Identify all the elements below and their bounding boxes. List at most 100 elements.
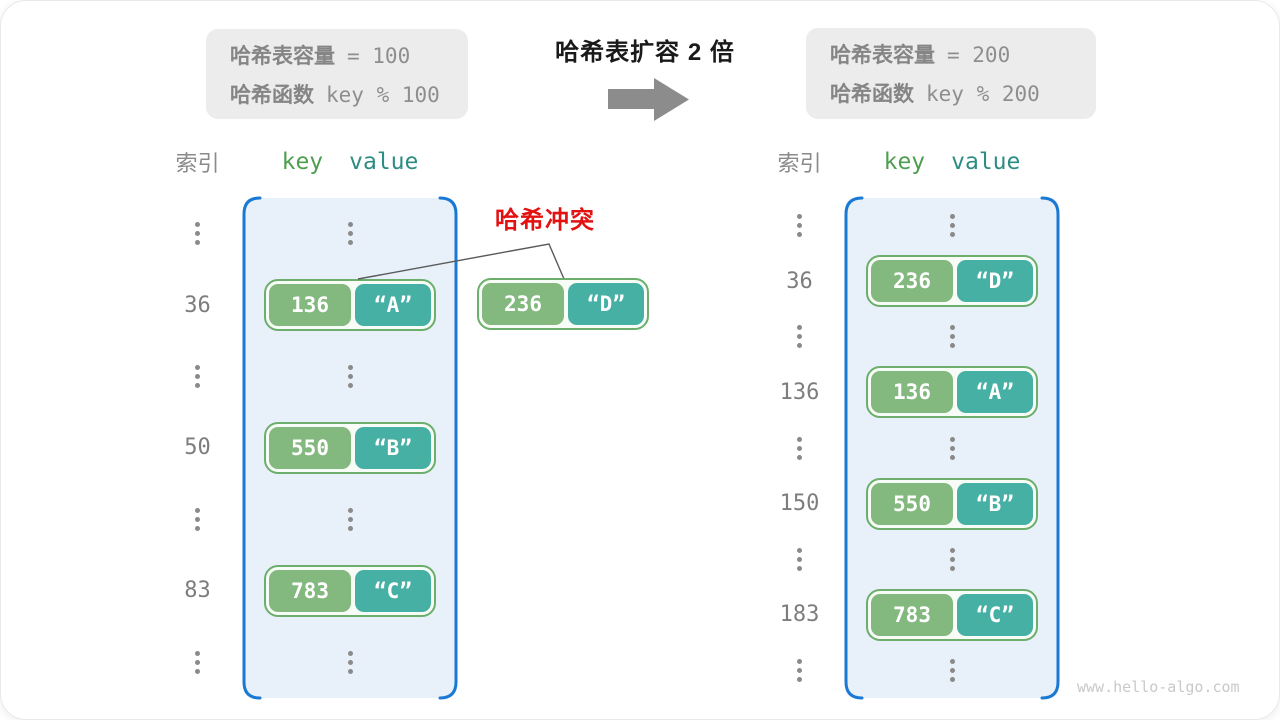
ellipsis-row [151,198,456,269]
index-cell [151,219,244,249]
value-box: “A” [355,284,431,327]
ellipsis-dots [949,445,955,451]
capacity-box-before: 哈希表容量 = 100 哈希函数 key % 100 [206,29,468,119]
ellipsis-row [753,420,1058,476]
expand-heading: 哈希表扩容 2 倍 [555,39,735,66]
pair-cell: 136“A” [244,279,456,332]
pair-cell [846,433,1058,463]
index-cell [753,322,846,352]
ellipsis-dots [949,334,955,340]
index-cell: 36 [184,292,211,318]
index-cell [753,544,846,574]
vertical-ellipsis-icon [785,322,815,352]
collision-pair: 236 “D” [477,278,649,330]
key-value-pair: 136“A” [264,279,436,332]
key-header: key [281,149,324,175]
index-cell [753,211,846,241]
pair-cell [244,362,456,392]
key-box: 136 [269,284,351,327]
capacity-label: 哈希表容量 [230,44,335,68]
collision-label: 哈希冲突 [495,207,595,234]
ellipsis-row [753,531,1058,587]
key-value-pair: 236“D” [866,255,1038,308]
value-box: “D” [568,283,644,325]
bucket-row: 150 550“B” [753,476,1058,532]
ellipsis-dots [797,334,802,340]
key-value-pair: 783“C” [264,564,436,617]
value-header: value [349,149,419,175]
hash-function-label: 哈希函数 [230,83,314,107]
ellipsis-row [151,627,456,698]
bracket-border-icon [844,196,1060,700]
index-cell [753,433,846,463]
ellipsis-row [753,643,1058,699]
vertical-ellipsis-icon [335,362,365,392]
key-value-pair: 550“B” [866,477,1038,530]
index-cell: 150 [779,491,820,517]
bucket-row: 83 783“C” [151,555,456,626]
vertical-ellipsis-icon [183,362,213,392]
index-header: 索引 [175,151,220,176]
key-header: key [883,149,926,175]
hash-function-line: 哈希函数 key % 100 [230,79,468,109]
value-box: “C” [355,569,431,612]
ellipsis-dots [195,516,200,522]
ellipsis-dots [347,516,353,522]
key-box: 236 [871,260,953,303]
ellipsis-row [151,341,456,412]
key-box: 236 [482,283,564,325]
vertical-ellipsis-icon [183,647,213,677]
vertical-ellipsis-icon [785,655,815,685]
right-arrow-icon [608,78,689,121]
value-box: “B” [957,482,1033,525]
key-box: 550 [871,482,953,525]
vertical-ellipsis-icon [183,504,213,534]
capacity-value: = 200 [947,43,1011,67]
ellipsis-dots [347,231,353,237]
ellipsis-dots [797,556,802,562]
capacity-label: 哈希表容量 [830,44,935,67]
pair-cell: 783“C” [244,564,456,617]
hash-function-line: 哈希函数 key % 200 [830,78,1096,108]
vertical-ellipsis-icon [183,219,213,249]
table-header: 索引 key value [753,144,1058,180]
key-box: 136 [871,371,953,414]
ellipsis-dots [949,223,955,229]
pair-cell: 550“B” [846,477,1058,530]
index-cell: 183 [779,602,820,628]
bracket-border-icon [242,196,458,700]
key-box: 783 [269,569,351,612]
vertical-ellipsis-icon [937,655,967,685]
index-cell [151,647,244,677]
vertical-ellipsis-icon [335,219,365,249]
index-cell [151,504,244,534]
key-value-header: key value [244,149,456,175]
ellipsis-dots [797,223,802,229]
ellipsis-dots [347,374,353,380]
vertical-ellipsis-icon [785,433,815,463]
index-cell: 83 [184,578,211,604]
ellipsis-dots [195,374,200,380]
key-value-pair: 783“C” [866,588,1038,641]
pair-cell [846,544,1058,574]
vertical-ellipsis-icon [335,504,365,534]
pair-cell [244,647,456,677]
hash-function-value: key % 100 [326,82,440,107]
bucket-row: 183 783“C” [753,587,1058,643]
bucket-row: 36 136“A” [151,269,456,340]
hash-function-label: 哈希函数 [830,83,914,106]
pair-cell [846,655,1058,685]
index-cell [753,655,846,685]
capacity-line: 哈希表容量 = 200 [830,39,1096,69]
index-cell [151,362,244,392]
ellipsis-dots [347,659,353,665]
capacity-value: = 100 [347,43,411,68]
